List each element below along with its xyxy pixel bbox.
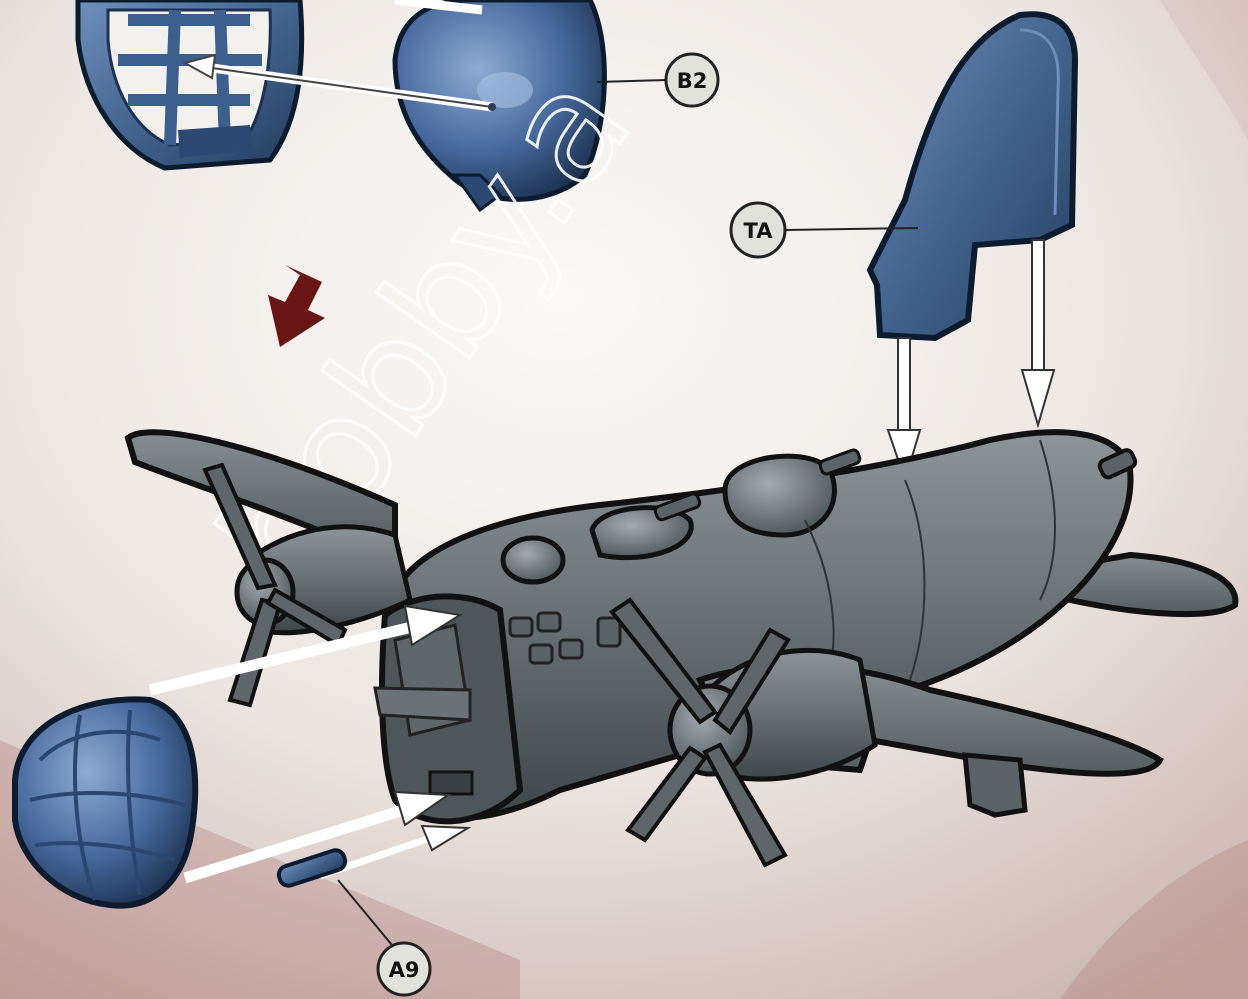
label-a9: A9: [389, 958, 420, 982]
top-turret-rear: [725, 456, 834, 535]
label-b2: B2: [677, 69, 708, 93]
front-nose-dome-part: [15, 699, 195, 905]
top-turret-front: [503, 538, 563, 582]
label-ta: TA: [744, 219, 774, 243]
